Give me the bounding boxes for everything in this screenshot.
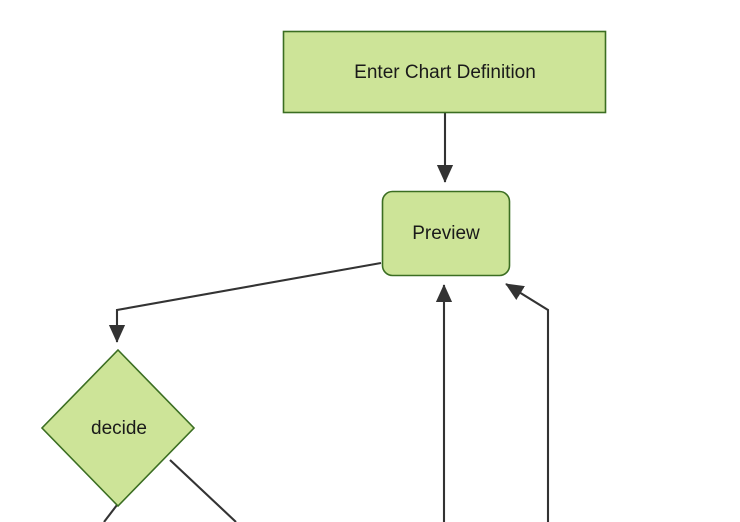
edge-decide-out-bottom xyxy=(103,504,118,522)
edge-into-preview-bottom-right xyxy=(505,283,550,522)
edge-decide-out-right xyxy=(169,459,237,522)
node-preview[interactable]: Preview xyxy=(381,190,511,277)
node-decide[interactable]: decide xyxy=(40,348,196,508)
edge-preview-to-decide xyxy=(108,261,382,343)
node-enter-chart-definition-shape[interactable] xyxy=(282,30,607,114)
node-preview-shape[interactable] xyxy=(381,190,511,277)
edge-layer xyxy=(103,113,550,522)
node-decide-shape[interactable] xyxy=(40,348,196,508)
node-enter-chart-definition[interactable]: Enter Chart Definition xyxy=(282,30,607,114)
